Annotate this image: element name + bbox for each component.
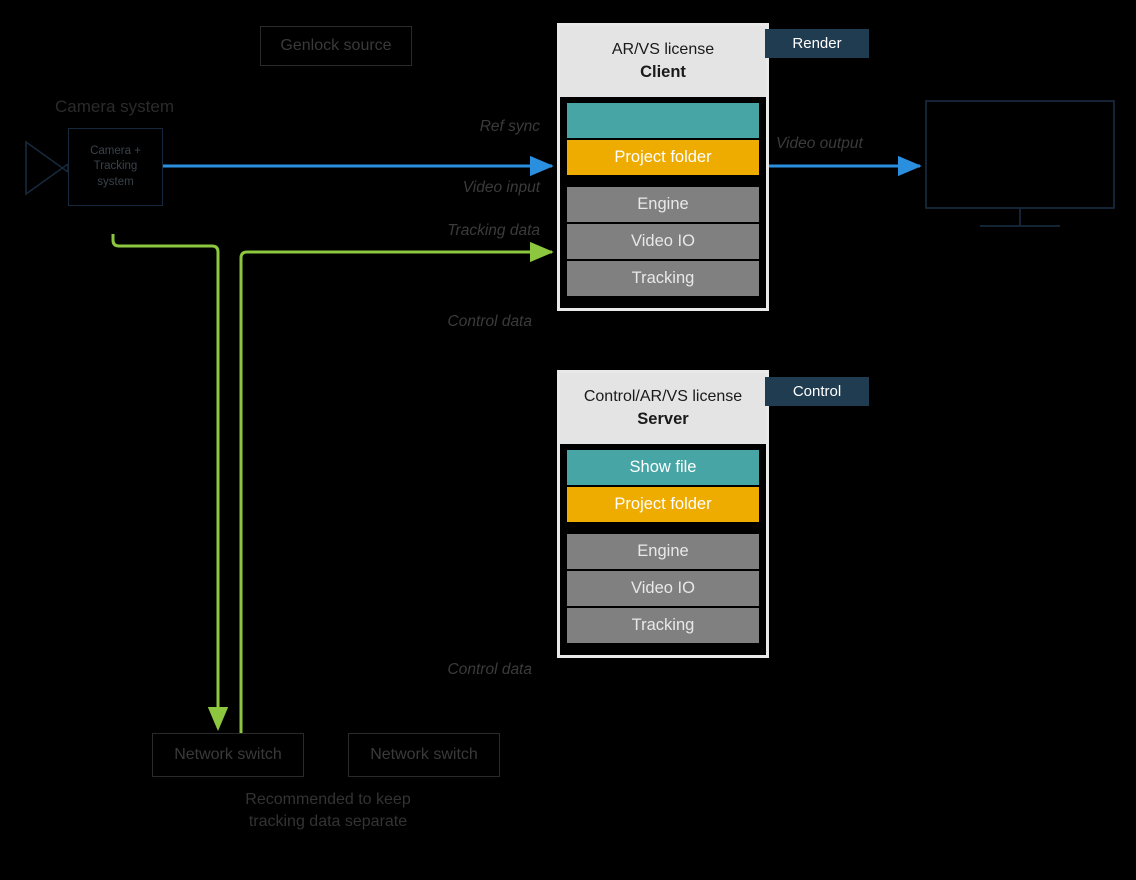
client-video-io-label: Video IO [631,232,695,250]
client-project-folder-bar[interactable]: Project folder [567,140,759,175]
server-header-top: Control/AR/VS license [583,387,743,405]
bar-gap [567,175,759,187]
server-video-io-bar[interactable]: Video IO [567,571,759,606]
server-body: Show file Project folder Engine Video IO… [560,444,766,650]
server-header-bottom: Server [637,410,689,429]
monitor-icon[interactable] [918,95,1122,235]
tracking-separate-note: Recommended to keep tracking data separa… [178,789,478,832]
client-project-folder-label: Project folder [614,148,712,166]
connector-control-data [111,234,229,731]
server-show-file-bar[interactable]: Show file [567,450,759,485]
render-badge-label: Render [792,35,842,52]
control-badge-label: Control [792,383,842,400]
server-tracking-bar[interactable]: Tracking [567,608,759,643]
camera-system-label: Camera system [55,97,175,116]
server-header: Control/AR/VS license Server [560,373,766,444]
server-project-folder-bar[interactable]: Project folder [567,487,759,522]
client-video-io-bar[interactable]: Video IO [567,224,759,259]
genlock-source-label: Genlock source [280,37,392,54]
server-show-file-label: Show file [629,458,697,476]
camera-tracking-system-box[interactable]: Camera + Tracking system [68,128,163,206]
camera-line-1: Camera + [90,144,141,157]
client-engine-bar[interactable]: Engine [567,187,759,222]
render-badge[interactable]: Render [765,29,869,58]
label-control-data-bottom: Control data [447,661,532,678]
server-project-folder-label: Project folder [614,495,712,513]
control-badge[interactable]: Control [765,377,869,406]
network-switch-left[interactable]: Network switch [152,733,304,777]
server-tracking-label: Tracking [631,616,695,634]
label-tracking-data: Tracking data [447,222,540,239]
server-video-io-label: Video IO [631,579,695,597]
server-engine-label: Engine [637,542,689,560]
client-show-file-bar[interactable] [567,103,759,138]
network-switch-left-label: Network switch [174,746,282,763]
client-header-bottom: Client [640,63,686,82]
client-body: Project folder Engine Video IO Tracking [560,97,766,303]
client-header-top: AR/VS license [611,40,715,58]
label-ref-sync: Ref sync [479,118,540,135]
genlock-source-box[interactable]: Genlock source [260,26,412,66]
camera-line-2: Tracking [93,160,138,173]
machine-server[interactable]: Control/AR/VS license Server Show file P… [557,370,769,658]
label-control-data-top: Control data [447,313,532,330]
client-tracking-label: Tracking [631,269,695,287]
client-header: AR/VS license Client [560,26,766,97]
bar-gap [567,522,759,534]
network-switch-right-label: Network switch [370,746,478,763]
note-line-1: Recommended to keep [245,791,411,808]
label-video-output: Video output [776,135,863,152]
server-engine-bar[interactable]: Engine [567,534,759,569]
client-engine-label: Engine [637,195,689,213]
note-line-2: tracking data separate [248,812,408,830]
label-video-input: Video input [462,179,540,196]
camera-line-3: system [97,175,134,188]
machine-client[interactable]: AR/VS license Client Project folder Engi… [557,23,769,311]
network-switch-right[interactable]: Network switch [348,733,500,777]
client-tracking-bar[interactable]: Tracking [567,261,759,296]
